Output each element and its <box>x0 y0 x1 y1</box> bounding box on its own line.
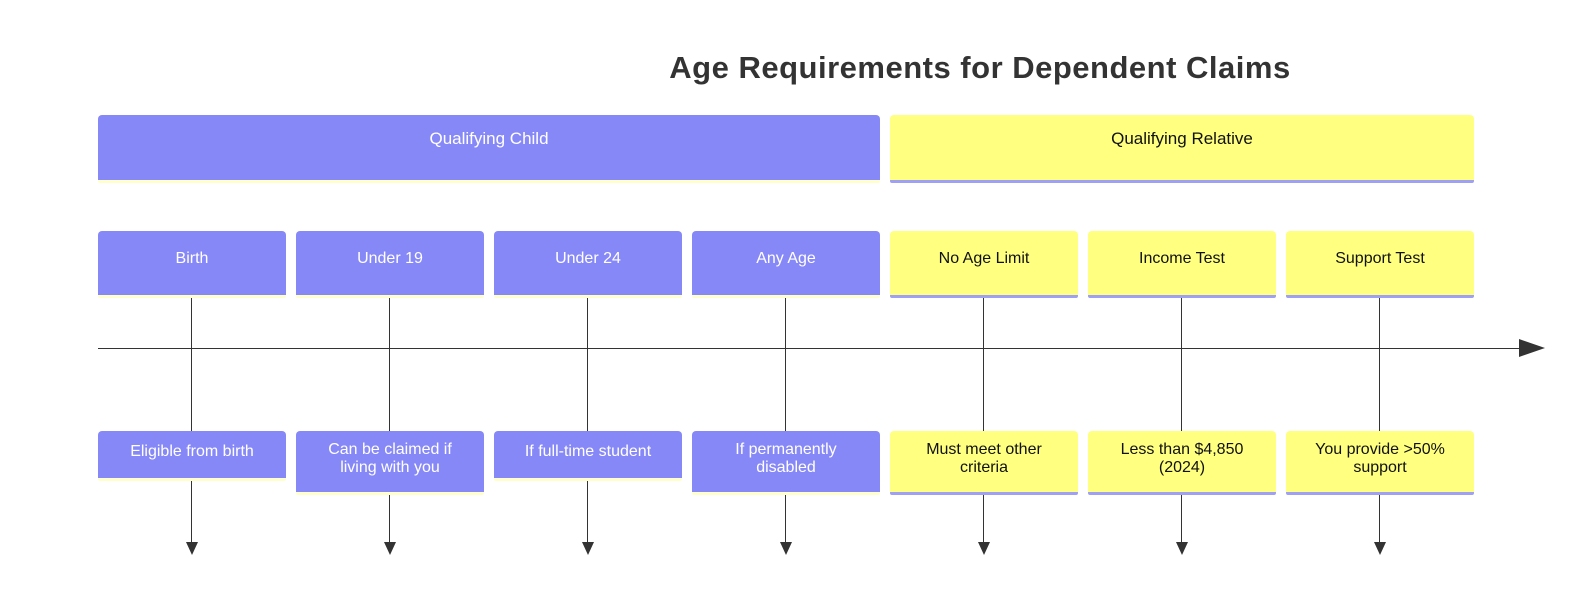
down-arrowhead-icon <box>1176 542 1188 555</box>
section-bar-qualifying-child: Qualifying Child <box>98 115 880 183</box>
timeline-axis-line <box>98 348 1519 349</box>
down-arrowhead-icon <box>1374 542 1386 555</box>
event-underline <box>1286 492 1474 495</box>
connector-line <box>785 298 786 543</box>
connector-line <box>191 298 192 543</box>
period-label: Under 24 <box>555 250 621 267</box>
section-bar-qualifying-relative: Qualifying Relative <box>890 115 1474 183</box>
event-label: If full-time student <box>524 443 652 460</box>
event-underline <box>890 492 1078 495</box>
event-box-support-share: You provide >50% support <box>1286 431 1474 495</box>
down-arrowhead-icon <box>582 542 594 555</box>
period-box-income-test: Income Test <box>1088 231 1276 298</box>
period-label: Support Test <box>1335 250 1425 267</box>
right-arrowhead-icon <box>1519 339 1545 357</box>
period-underline <box>692 295 880 298</box>
section-label: Qualifying Child <box>429 128 549 148</box>
period-label: No Age Limit <box>938 250 1030 267</box>
period-underline <box>494 295 682 298</box>
event-label: Can be claimed if living with you <box>328 441 452 476</box>
section-underline <box>890 180 1474 183</box>
diagram-title: Age Requirements for Dependent Claims <box>669 50 1291 85</box>
period-underline <box>1088 295 1276 298</box>
period-underline <box>296 295 484 298</box>
period-label: Income Test <box>1139 250 1225 267</box>
event-box-permanently-disabled: If permanently disabled <box>692 431 880 495</box>
period-underline <box>890 295 1078 298</box>
event-box-full-time-student: If full-time student <box>494 431 682 481</box>
connector-line <box>389 298 390 543</box>
event-box-income-limit: Less than $4,850 (2024) <box>1088 431 1276 495</box>
period-box-birth: Birth <box>98 231 286 298</box>
period-underline <box>98 295 286 298</box>
period-label: Birth <box>175 250 209 267</box>
down-arrowhead-icon <box>780 542 792 555</box>
period-box-any-age: Any Age <box>692 231 880 298</box>
connector-line <box>587 298 588 543</box>
connector-line <box>983 298 984 543</box>
event-label: If permanently disabled <box>735 441 837 476</box>
period-label: Any Age <box>756 250 816 267</box>
period-box-under-19: Under 19 <box>296 231 484 298</box>
event-label: You provide >50% support <box>1315 441 1445 476</box>
event-underline <box>494 478 682 481</box>
period-box-support-test: Support Test <box>1286 231 1474 298</box>
connector-line <box>1181 298 1182 543</box>
event-label: Less than $4,850 (2024) <box>1120 441 1244 476</box>
down-arrowhead-icon <box>384 542 396 555</box>
event-box-other-criteria: Must meet other criteria <box>890 431 1078 495</box>
down-arrowhead-icon <box>978 542 990 555</box>
event-box-claimed-if-living: Can be claimed if living with you <box>296 431 484 495</box>
event-underline <box>1088 492 1276 495</box>
event-label: Must meet other criteria <box>926 441 1042 476</box>
down-arrowhead-icon <box>186 542 198 555</box>
event-underline <box>296 492 484 495</box>
period-box-no-age-limit: No Age Limit <box>890 231 1078 298</box>
section-label: Qualifying Relative <box>1111 128 1253 148</box>
event-underline <box>692 492 880 495</box>
event-label: Eligible from birth <box>130 443 254 460</box>
period-underline <box>1286 295 1474 298</box>
event-underline <box>98 478 286 481</box>
section-underline <box>98 180 880 183</box>
period-label: Under 19 <box>357 250 423 267</box>
period-box-under-24: Under 24 <box>494 231 682 298</box>
connector-line <box>1379 298 1380 543</box>
event-box-eligible-from-birth: Eligible from birth <box>98 431 286 481</box>
